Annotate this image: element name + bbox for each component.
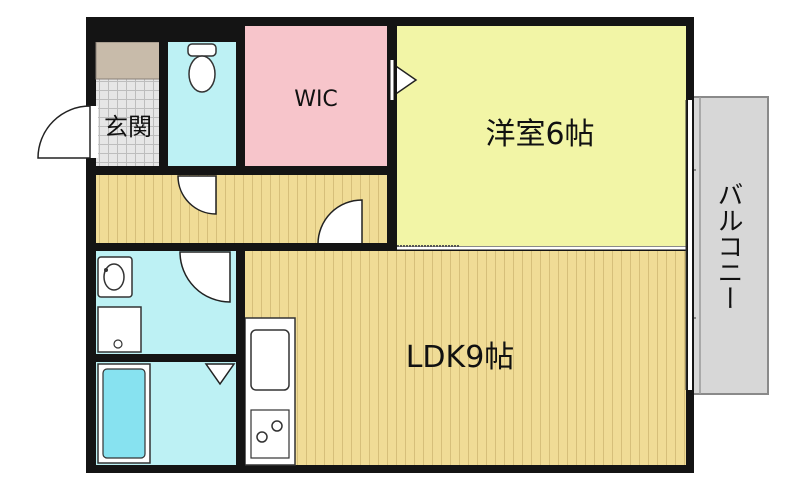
washing-machine-space [97, 306, 142, 353]
bathtub [97, 363, 151, 464]
bathroom-door-marker [204, 363, 236, 386]
shoe-cabinet [95, 41, 161, 80]
washbasin [97, 256, 133, 298]
room-label-ldk: LDK9帖 [406, 340, 515, 375]
room-ldk [245, 251, 686, 465]
room-western [397, 26, 686, 246]
toilet-fixture [187, 43, 217, 93]
entrance-door-swing [37, 105, 91, 159]
balcony-area [689, 96, 769, 395]
kitchen-sink [250, 329, 290, 391]
stove [250, 409, 290, 459]
ldk-door-swing [317, 199, 363, 245]
room-label-wic: WIC [294, 87, 338, 112]
kitchen-counter [244, 317, 296, 466]
room-label-entrance: 玄関 [104, 113, 152, 141]
washroom-door-swing [179, 251, 231, 303]
room-wic [245, 26, 387, 168]
room-label-balcony: バルコニー [713, 181, 743, 311]
toilet-door-swing [177, 175, 217, 215]
room-label-western: 洋室6帖 [485, 117, 594, 152]
entrance-area [96, 79, 160, 169]
